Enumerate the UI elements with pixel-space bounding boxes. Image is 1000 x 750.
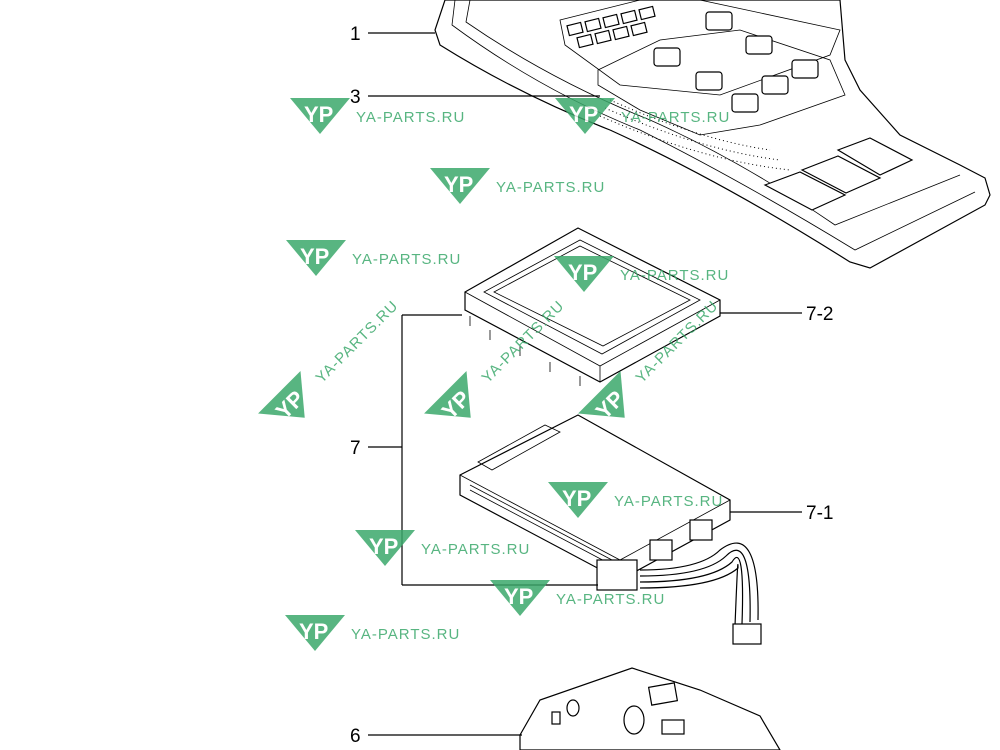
watermark-logo: YP: [444, 172, 473, 197]
watermark-text: YA-PARTS.RU: [356, 109, 465, 126]
circuit-board: [519, 667, 781, 750]
callout-7-1: 7-1: [806, 503, 833, 524]
watermark-logo: YP: [271, 386, 309, 424]
leader-lines: [368, 32, 802, 736]
watermark: YP YA-PARTS.RU: [286, 240, 461, 276]
callout-7-2: 7-2: [806, 304, 833, 325]
keypad-keys: [566, 5, 819, 113]
watermark-logo: YP: [504, 584, 533, 609]
display-frame-cover: [464, 227, 721, 386]
watermark-logo: YP: [437, 386, 475, 424]
watermark: YP YA-PARTS.RU: [258, 297, 402, 424]
watermark-text: YA-PARTS.RU: [621, 109, 730, 126]
watermarks: YP YA-PARTS.RU YP YA-PARTS.RU YP YA-PART…: [258, 98, 730, 651]
watermark-logo: YP: [300, 244, 329, 269]
callout-3: 3: [350, 87, 361, 108]
watermark-logo: YP: [299, 619, 328, 644]
display-module-with-cable: [459, 414, 762, 645]
watermark-text: YA-PARTS.RU: [313, 297, 402, 386]
watermark: YP YA-PARTS.RU: [430, 168, 605, 204]
control-panel-housing: [434, 0, 991, 269]
watermark: YP YA-PARTS.RU: [548, 482, 723, 518]
watermark: YP YA-PARTS.RU: [285, 615, 460, 651]
watermark-text: YA-PARTS.RU: [620, 267, 729, 284]
watermark-text: YA-PARTS.RU: [421, 541, 530, 558]
watermark: YP YA-PARTS.RU: [555, 98, 730, 134]
callout-1: 1: [350, 24, 361, 45]
watermark-text: YA-PARTS.RU: [496, 179, 605, 196]
watermark-text: YA-PARTS.RU: [352, 251, 461, 268]
switch-cutouts: [763, 137, 914, 211]
callout-labels: 1 3 7 7-2 7-1 6: [350, 24, 833, 747]
watermark-text: YA-PARTS.RU: [556, 591, 665, 608]
watermark-logo: YP: [568, 260, 597, 285]
callout-7: 7: [350, 438, 361, 459]
watermark-text: YA-PARTS.RU: [351, 626, 460, 643]
callout-6: 6: [350, 726, 361, 747]
watermark: YP YA-PARTS.RU: [554, 256, 729, 292]
watermark-text: YA-PARTS.RU: [614, 493, 723, 510]
watermark-logo: YP: [591, 386, 629, 424]
watermark-logo: YP: [304, 102, 333, 127]
watermark: YP YA-PARTS.RU: [290, 98, 465, 134]
watermark-logo: YP: [369, 534, 398, 559]
watermark-logo: YP: [562, 486, 591, 511]
watermark-logo: YP: [569, 102, 598, 127]
watermark: YP YA-PARTS.RU: [490, 580, 665, 616]
watermark: YP YA-PARTS.RU: [355, 530, 530, 566]
